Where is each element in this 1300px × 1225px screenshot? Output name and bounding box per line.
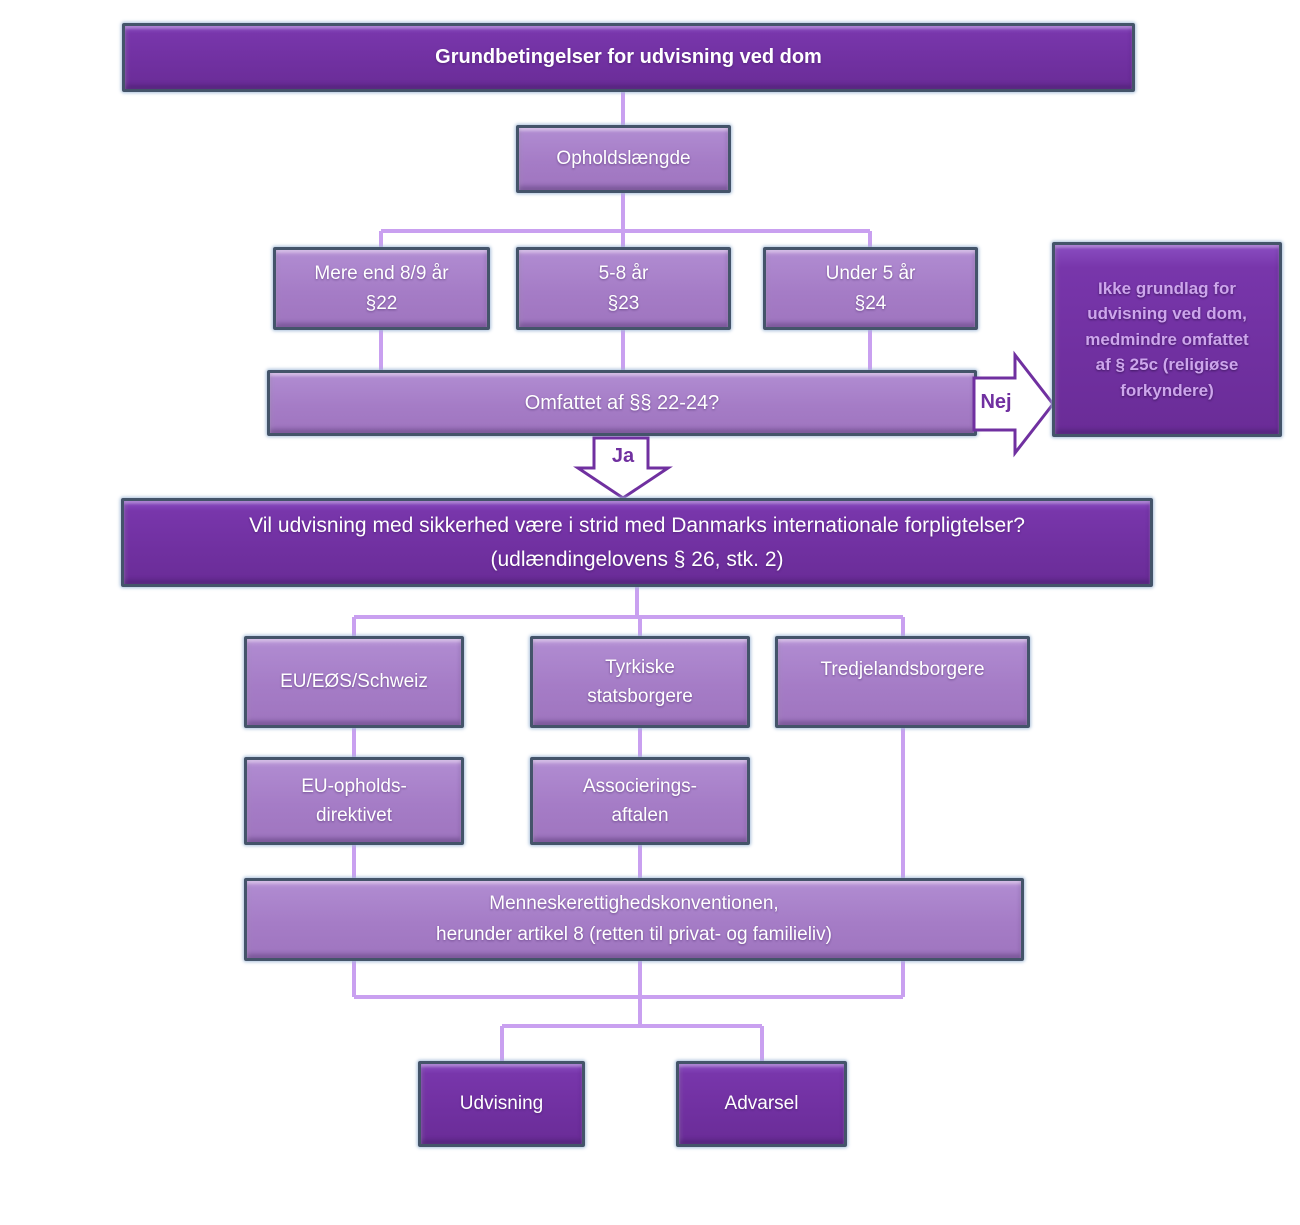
ikke-grundlag-line-3: medmindre omfattet bbox=[1085, 329, 1249, 349]
connector-opholdslaengde-split bbox=[379, 193, 872, 247]
tyrkiske-line-1: Tyrkiske bbox=[605, 656, 675, 678]
node-menneskerettighedskonventionen: Menneskerettighedskonventionen, herunder… bbox=[244, 878, 1024, 961]
connector-group2-to-row3 bbox=[352, 726, 905, 878]
node-udvisning: Udvisning bbox=[418, 1061, 585, 1147]
nej-block-arrow bbox=[972, 350, 1055, 458]
node-under-5-aar: Under 5 år §24 bbox=[763, 247, 978, 330]
ikke-grundlag-line-4: af § 25c (religiøse bbox=[1095, 355, 1239, 375]
opholdslaengde-label: Opholdslængde bbox=[556, 148, 691, 170]
title-label: Grundbetingelser for udvisning ved dom bbox=[435, 46, 822, 68]
eu-opholds-line-2: direktivet bbox=[315, 805, 393, 826]
connector-final-split bbox=[500, 1024, 764, 1061]
tyrkiske-line-2: statsborgere bbox=[587, 686, 693, 707]
eu-opholds-line-1: EU-opholds- bbox=[301, 775, 407, 797]
ja-arrow-polygon bbox=[573, 436, 673, 500]
udvisning-label: Udvisning bbox=[459, 1093, 544, 1115]
node-tyrkiske-statsborgere: Tyrkiske statsborgere bbox=[530, 636, 750, 728]
node-eu-opholdsdirektivet: EU-opholds- direktivet bbox=[244, 757, 464, 845]
ikke-grundlag-line-2: udvisning ved dom, bbox=[1087, 304, 1247, 324]
nej-arrow-polygon bbox=[972, 350, 1055, 458]
node-associeringsaftalen: Associerings- aftalen bbox=[530, 757, 750, 845]
node-ikke-grundlag: Ikke grundlag for udvisning ved dom, med… bbox=[1052, 242, 1282, 437]
associerings-line-2: aftalen bbox=[611, 805, 669, 826]
under-fem-line-1: Under 5 år bbox=[825, 263, 916, 285]
konvention-line-1: Menneskerettighedskonventionen, bbox=[489, 893, 779, 915]
nej-arrow-label: Nej bbox=[980, 391, 1012, 413]
connector-row3-to-konvention bbox=[352, 845, 642, 878]
mere-end-line-1: Mere end 8/9 år bbox=[314, 263, 449, 285]
ikke-grundlag-line-5: forkyndere) bbox=[1120, 380, 1214, 400]
konvention-line-2: herunder artikel 8 (retten til privat- o… bbox=[436, 923, 832, 945]
connector-konvention-merge bbox=[352, 961, 905, 1026]
associerings-line-1: Associerings- bbox=[582, 775, 698, 797]
tredjelands-label: Tredjelandsborgere bbox=[820, 659, 985, 680]
node-tredjelandsborgere: Tredjelandsborgere bbox=[775, 636, 1030, 728]
node-advarsel: Advarsel bbox=[676, 1061, 847, 1147]
node-omfattet: Omfattet af §§ 22-24? bbox=[267, 370, 977, 436]
ja-block-arrow bbox=[573, 436, 673, 500]
ikke-grundlag-line-1: Ikke grundlag for bbox=[1098, 278, 1236, 298]
ja-arrow-label: Ja bbox=[611, 445, 635, 467]
vil-udvisning-line-2: (udlændingelovens § 26, stk. 2) bbox=[490, 547, 784, 571]
under-fem-line-2: §24 bbox=[854, 292, 887, 314]
vil-udvisning-line-1: Vil udvisning med sikkerhed være i strid… bbox=[249, 513, 1025, 537]
node-eu-eos-schweiz: EU/EØS/Schweiz bbox=[244, 636, 464, 728]
connector-vil-udvisning-split bbox=[352, 587, 905, 636]
node-opholdslaengde: Opholdslængde bbox=[516, 125, 731, 193]
node-5-8-aar: 5-8 år §23 bbox=[516, 247, 731, 330]
node-grundbetingelser-title: Grundbetingelser for udvisning ved dom bbox=[122, 23, 1135, 92]
fem-otte-line-2: §23 bbox=[607, 292, 640, 314]
node-mere-end-8-9-aar: Mere end 8/9 år §22 bbox=[273, 247, 490, 330]
mere-end-line-2: §22 bbox=[365, 292, 398, 314]
eu-eos-label: EU/EØS/Schweiz bbox=[280, 671, 428, 693]
advarsel-label: Advarsel bbox=[724, 1093, 799, 1115]
fem-otte-line-1: 5-8 år bbox=[598, 263, 649, 285]
omfattet-label: Omfattet af §§ 22-24? bbox=[524, 391, 720, 414]
connector-paragraf-boxes-to-omfattet bbox=[379, 330, 872, 370]
node-vil-udvisning: Vil udvisning med sikkerhed være i strid… bbox=[121, 498, 1153, 587]
